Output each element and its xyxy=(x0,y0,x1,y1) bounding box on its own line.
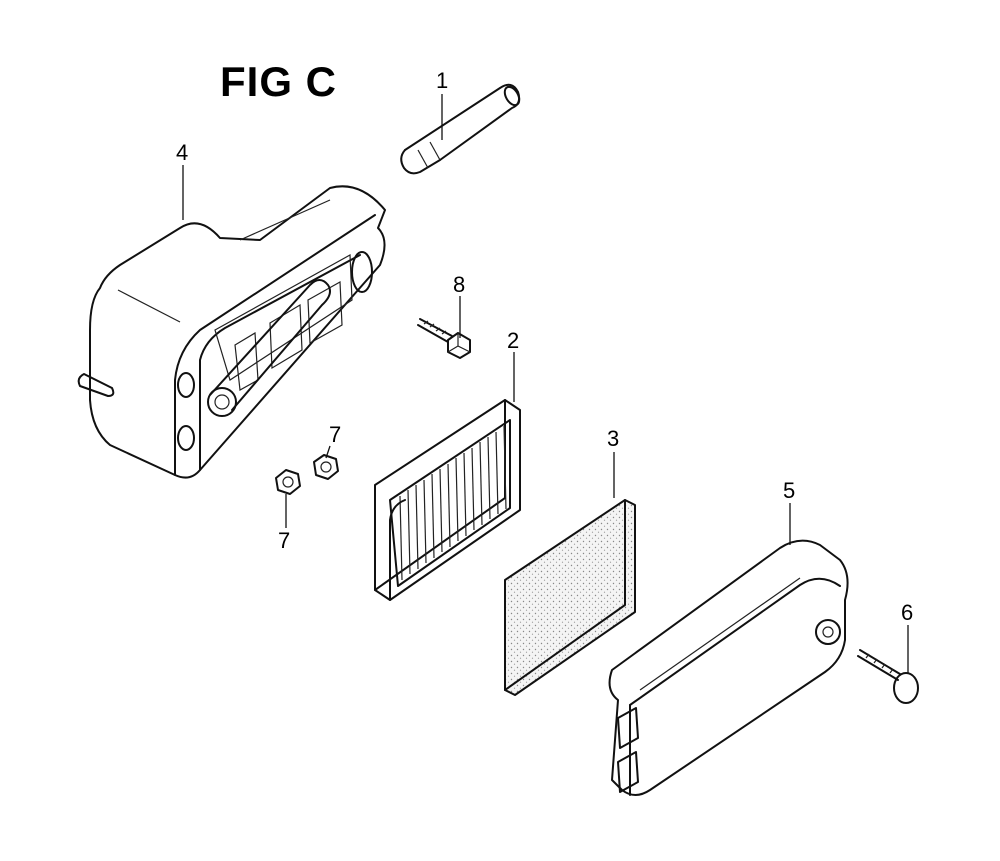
callout-6: 6 xyxy=(901,600,913,625)
callout-7-lower: 7 xyxy=(278,528,290,553)
part-2-paper-filter-element xyxy=(374,399,521,601)
callout-8: 8 xyxy=(453,272,465,297)
part-6-cover-bolt xyxy=(857,649,919,704)
figure-title: FIG C xyxy=(220,58,337,105)
part-3-foam-prefilter xyxy=(504,499,636,696)
callout-2: 2 xyxy=(507,328,519,353)
callout-7-upper: 7 xyxy=(329,422,341,447)
part-5-air-cleaner-cover xyxy=(608,539,849,796)
callout-5: 5 xyxy=(783,478,795,503)
callout-3: 3 xyxy=(607,426,619,451)
part-1-breather-tube xyxy=(400,83,521,175)
callout-1: 1 xyxy=(436,68,448,93)
part-4-air-cleaner-housing xyxy=(77,185,386,479)
callout-4: 4 xyxy=(176,140,188,165)
part-7-nut-right xyxy=(313,454,339,480)
leader-lines xyxy=(182,94,909,674)
part-8-bolt xyxy=(417,318,471,359)
part-7-nut-left xyxy=(275,469,301,495)
